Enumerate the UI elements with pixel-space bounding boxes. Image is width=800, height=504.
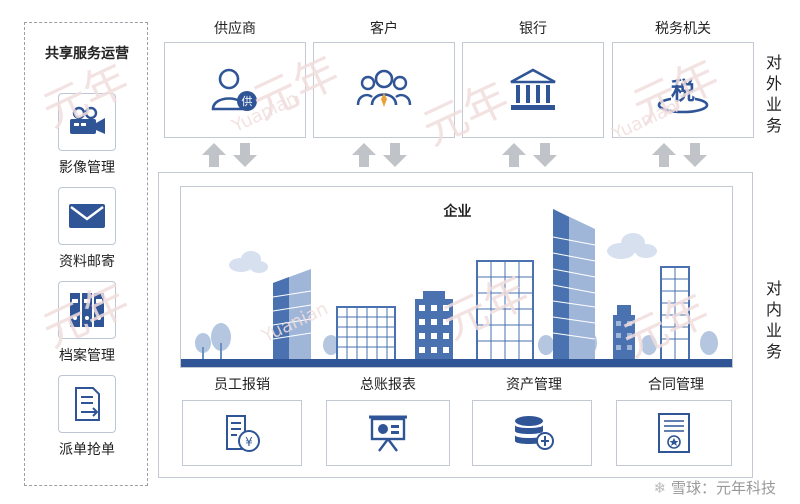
dispatch-document-icon[interactable] — [58, 375, 116, 433]
ext-label-customer: 客户 — [370, 21, 398, 37]
ext-label-bank: 银行 — [519, 21, 547, 37]
contract-icon — [658, 413, 690, 453]
footer-text: 雪球：元年科技 — [670, 479, 776, 497]
panel-title: 共享服务运营 — [45, 46, 129, 62]
ledger-report-icon — [369, 415, 407, 452]
arrows-tax-icon — [652, 143, 707, 167]
int-box-contracts[interactable] — [616, 400, 732, 466]
supplier-glyph: 供 — [242, 94, 253, 108]
cloud-icon — [229, 251, 268, 273]
reimbursement-icon: ¥ — [226, 415, 260, 452]
enterprise-scene: 企业 — [180, 186, 733, 368]
tax-office-icon: 税 — [657, 73, 709, 114]
cloud-icon — [607, 233, 657, 259]
ext-box-tax[interactable]: 税 — [612, 42, 754, 138]
ext-box-bank[interactable] — [462, 42, 604, 138]
int-label-ledger: 总账报表 — [360, 377, 416, 393]
side-label-internal: 对内业务 — [765, 279, 782, 361]
ext-label-tax: 税务机关 — [655, 21, 711, 37]
binders-icon[interactable] — [58, 281, 116, 339]
svc-label-archive: 档案管理 — [59, 348, 115, 364]
scene-title: 企业 — [443, 204, 472, 220]
snowball-logo-icon: ❄ — [653, 479, 667, 497]
int-label-contracts: 合同管理 — [648, 377, 704, 393]
side-label-external: 对外业务 — [765, 53, 782, 135]
bank-icon — [510, 68, 556, 110]
arrows-customer-icon — [352, 143, 407, 167]
city-skyline-illustration — [181, 209, 732, 367]
arrows-bank-icon — [502, 143, 557, 167]
asset-database-icon — [515, 416, 554, 450]
ext-box-supplier[interactable]: 供 — [164, 42, 306, 138]
svc-label-dispatch: 派单抢单 — [59, 442, 115, 458]
yen-glyph: ¥ — [245, 435, 253, 449]
int-box-ledger[interactable] — [326, 400, 450, 466]
ext-label-supplier: 供应商 — [214, 21, 256, 37]
int-label-reimbursement: 员工报销 — [214, 377, 270, 393]
footer-source: ❄ 雪球：元年科技 — [654, 477, 776, 498]
supplier-user-icon: 供 — [211, 68, 257, 111]
svc-label-imaging: 影像管理 — [59, 160, 115, 176]
int-box-assets[interactable] — [472, 400, 592, 466]
svc-label-mailing: 资料邮寄 — [59, 254, 115, 270]
video-camera-icon[interactable] — [58, 93, 116, 151]
envelope-icon[interactable] — [58, 187, 116, 245]
int-label-assets: 资产管理 — [506, 377, 562, 393]
customers-icon — [356, 69, 412, 107]
tax-glyph: 税 — [671, 77, 695, 105]
arrows-supplier-icon — [202, 143, 257, 167]
shared-service-panel: 共享服务运营 影像管理 资料邮寄 档案管理 — [24, 22, 148, 486]
int-box-reimbursement[interactable]: ¥ — [182, 400, 302, 466]
ext-box-customer[interactable] — [313, 42, 455, 138]
